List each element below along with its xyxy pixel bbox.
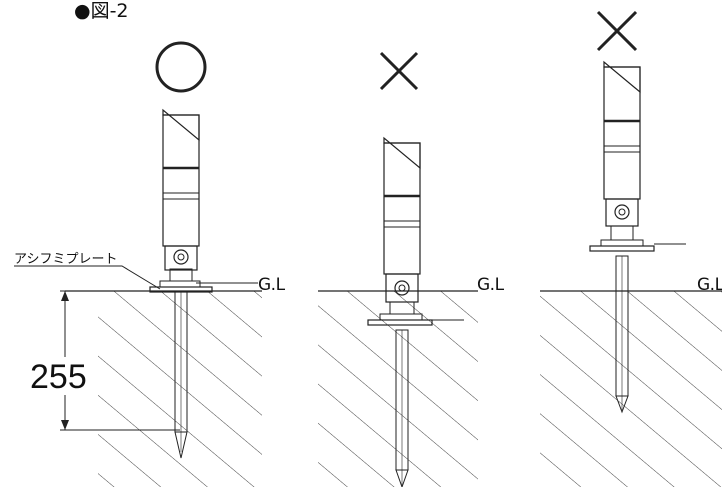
ground-label-2: G.L — [477, 275, 505, 295]
ground-label-3: G.L — [697, 275, 722, 295]
light-body — [383, 142, 421, 275]
soil-hatch — [540, 291, 722, 487]
soil-hatch — [318, 291, 478, 487]
ground-label-1: G.L — [258, 275, 286, 295]
panel-correct: G.L アシフミプレート 255 — [14, 41, 286, 487]
circle-mark-icon — [155, 41, 207, 93]
joint-screw-icon — [614, 204, 630, 220]
light-body — [162, 114, 200, 247]
plate-leader — [14, 265, 161, 290]
cross-mark-icon — [379, 51, 419, 91]
foot-plate — [589, 245, 655, 252]
panel-too-high: G.L — [540, 10, 722, 487]
figure-title: ●図-2 — [74, 0, 129, 22]
panel-too-deep: G.L — [318, 51, 505, 487]
joint-screw-icon — [394, 280, 410, 296]
soil-hatch — [98, 291, 262, 487]
cross-mark-icon — [596, 10, 638, 52]
joint-screw-icon — [173, 249, 189, 265]
depth-dimension: 255 — [30, 358, 87, 396]
plate-label: アシフミプレート — [14, 252, 117, 267]
